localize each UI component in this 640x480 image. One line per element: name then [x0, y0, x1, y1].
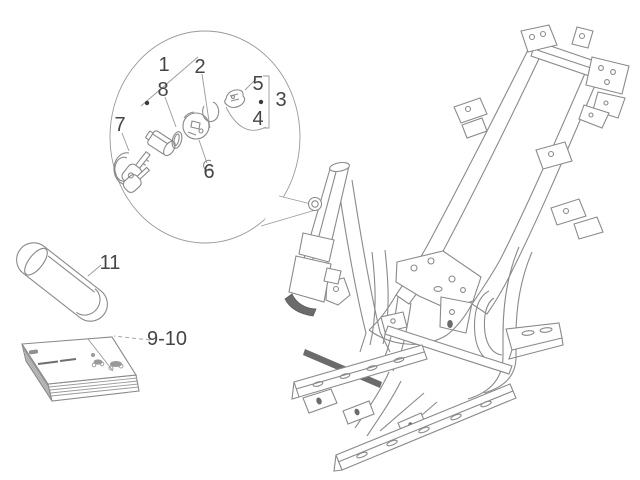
snap-ring — [202, 101, 220, 123]
small-snap-ring — [203, 159, 213, 171]
balloon-circle — [109, 30, 301, 244]
manual-cover-logo — [28, 349, 39, 355]
manual-cover-scooter-art — [91, 353, 124, 371]
detail-balloon — [109, 30, 320, 244]
owner-manual-stack — [21, 336, 140, 402]
balloon-tail-mask — [261, 196, 320, 226]
lock-washer — [171, 131, 183, 149]
key-set — [121, 151, 151, 193]
callout-label-9-10: 9-10 — [147, 328, 187, 350]
ignition-lock-body — [182, 111, 210, 140]
callout-label-8: 8 — [157, 79, 168, 101]
manual-cover — [21, 336, 137, 385]
frame-drawing — [284, 24, 630, 472]
callout-label-6: 6 — [203, 161, 214, 183]
reference-dot-left — [144, 100, 150, 106]
callout-label-11: 11 — [100, 252, 121, 274]
callout-label-5: 5 — [252, 73, 263, 95]
callout-labels: 1 2 8 7 6 5 3 4 11 9-10 — [100, 54, 287, 350]
manual-cover-title-text — [37, 358, 77, 365]
group-bracket — [263, 75, 270, 129]
reference-dot-right — [258, 99, 264, 105]
lock-cylinder — [145, 130, 176, 157]
callout-label-3: 3 — [275, 89, 286, 111]
callout-label-1: 1 — [158, 54, 169, 76]
tool-kit-roll — [16, 242, 108, 322]
callout-label-4: 4 — [252, 108, 263, 130]
callout-label-2: 2 — [194, 56, 205, 78]
lock-kit-parts — [113, 89, 246, 193]
callout-label-7: 7 — [114, 114, 125, 136]
callout-leaders — [87, 56, 270, 341]
seat-lock-latch — [224, 89, 246, 109]
